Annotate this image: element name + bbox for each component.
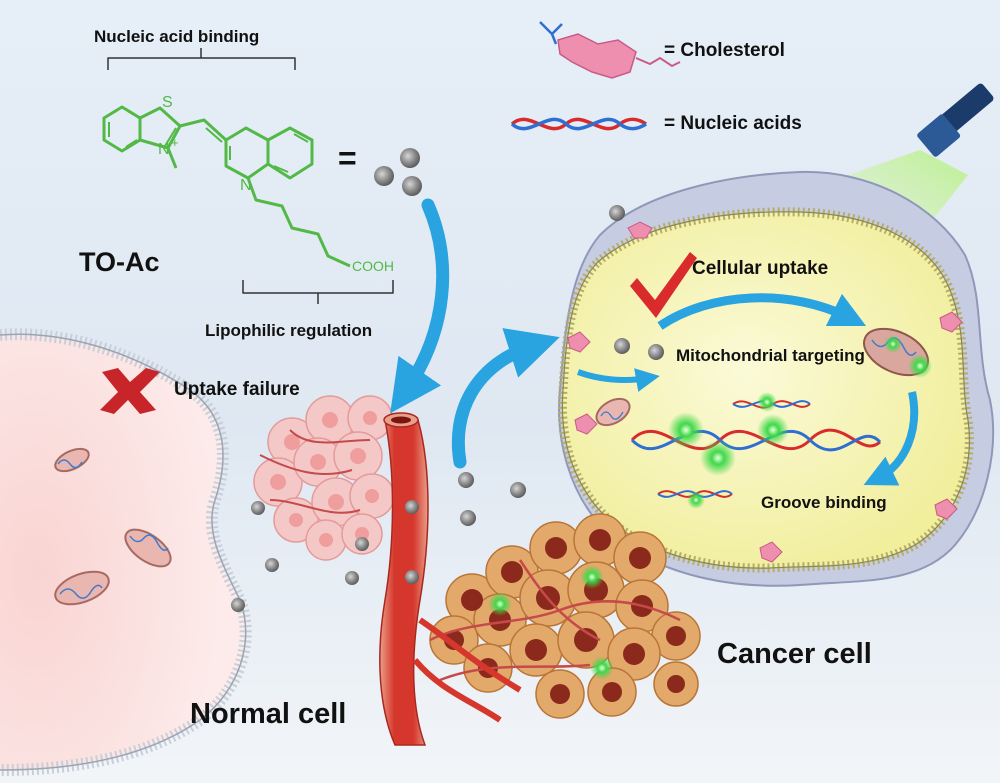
cross-mark-icon xyxy=(100,368,160,414)
fluorescent-probe xyxy=(590,656,614,680)
probe-particle xyxy=(251,501,265,515)
fluorescent-probe xyxy=(757,414,789,446)
cellular-uptake-label: Cellular uptake xyxy=(692,258,829,279)
lipophilic-regulation-label: Lipophilic regulation xyxy=(205,321,373,340)
equals-sign: = xyxy=(338,140,357,176)
arrow-to-cancer-cell xyxy=(451,328,560,469)
mitochondrion-icon xyxy=(54,570,110,606)
to-ac-label: TO-Ac xyxy=(79,247,160,277)
tumor-tissue-cluster xyxy=(429,513,701,719)
mitochondrial-targeting-label: Mitochondrial targeting xyxy=(676,346,865,365)
nitrogen-plus-atom-label: N xyxy=(158,141,170,158)
normal-cell-graphic xyxy=(0,328,252,776)
probe-particle xyxy=(355,537,369,551)
probe-particle xyxy=(402,176,422,196)
mitochondrion-icon xyxy=(595,397,631,427)
normal-tissue-cluster xyxy=(253,395,395,561)
positive-charge-label: + xyxy=(171,135,179,150)
arrow-circulation-down xyxy=(390,198,450,414)
cooh-group-label: COOH xyxy=(352,258,394,274)
sulfur-atom-label: S xyxy=(162,94,173,111)
fluorescent-probe xyxy=(580,565,604,589)
cancer-cell-graphic xyxy=(557,83,995,587)
fluorescent-probe xyxy=(757,392,777,412)
probe-particle xyxy=(458,472,474,488)
probe-particle xyxy=(648,344,664,360)
probe-particle xyxy=(345,571,359,585)
probe-particle xyxy=(400,148,420,168)
probe-particle xyxy=(374,166,394,186)
cancer-cell-label: Cancer cell xyxy=(717,638,872,670)
arrow-entry xyxy=(576,368,660,392)
uptake-failure-label: Uptake failure xyxy=(174,379,300,400)
to-ac-molecule xyxy=(102,48,394,304)
probe-particles xyxy=(231,148,526,612)
normal-cell-label: Normal cell xyxy=(190,698,347,730)
nucleic-acids-legend-label: = Nucleic acids xyxy=(664,113,802,134)
nucleic-acid-binding-label: Nucleic acid binding xyxy=(94,27,260,46)
fluorescent-probe xyxy=(687,491,705,509)
arrow-to-nucleic-acids xyxy=(863,391,919,486)
mitochondrion-icon xyxy=(124,528,172,568)
fluorescent-probe xyxy=(668,412,704,448)
quinoline-nitrogen-label: N xyxy=(240,177,252,194)
groove-binding-label: Groove binding xyxy=(761,493,887,512)
probe-particle xyxy=(265,558,279,572)
fluorescent-probe xyxy=(488,592,512,616)
mitochondrion-icon xyxy=(54,447,90,473)
probe-particle xyxy=(609,205,625,221)
cholesterol-legend-label: = Cholesterol xyxy=(664,40,785,61)
dna-icon xyxy=(510,117,647,131)
fluorescent-probe xyxy=(700,440,736,476)
probe-particle xyxy=(510,482,526,498)
check-mark-icon xyxy=(630,252,697,318)
fluorescent-probe xyxy=(908,354,932,378)
probe-particle xyxy=(405,500,419,514)
arrow-to-mitochondria xyxy=(657,293,867,330)
cholesterol-icon xyxy=(567,221,963,563)
probe-particle xyxy=(460,510,476,526)
blood-vessel xyxy=(379,412,522,746)
flashlight-icon xyxy=(917,83,994,157)
probe-particle xyxy=(614,338,630,354)
probe-particle xyxy=(231,598,245,612)
probe-particle xyxy=(405,570,419,584)
fluorescent-probe xyxy=(884,335,902,353)
cholesterol-icon xyxy=(539,21,681,79)
